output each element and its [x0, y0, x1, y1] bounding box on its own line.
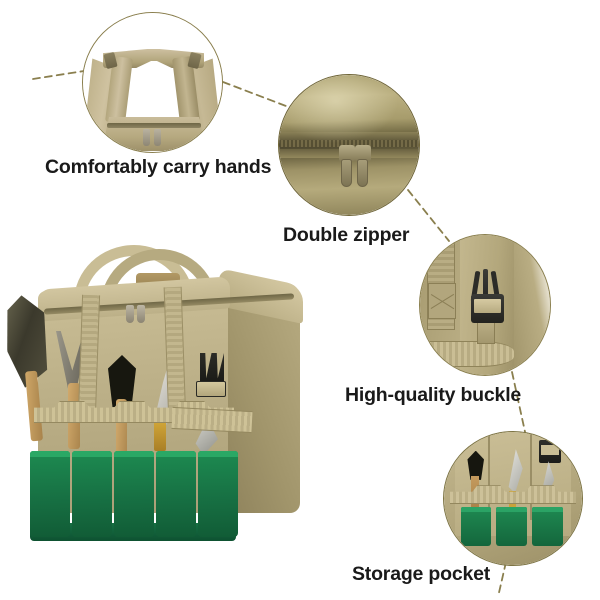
callout-circle-zipper: [278, 74, 420, 216]
green-pocket-2: [72, 451, 112, 537]
zipper-detail-image: [279, 75, 419, 215]
green-pocket-4: [156, 451, 196, 537]
handle-detail-image: [83, 13, 222, 152]
callout-circle-handle: [82, 12, 223, 153]
tool-knife-handle: [154, 415, 166, 451]
pocket-detail-image: [444, 432, 582, 565]
tool-trowel-handle: [116, 399, 127, 457]
green-pocket-5: [198, 451, 238, 537]
tool-loop-webbing-side: [171, 406, 253, 434]
callout-label-buckle: High-quality buckle: [345, 384, 522, 406]
connector-lead-in: [32, 70, 85, 80]
connector-handle-to-zipper: [222, 81, 287, 107]
zipper-pull-right: [137, 305, 145, 323]
callout-circle-buckle: [419, 234, 551, 376]
callout-label-handle: Comfortably carry hands: [45, 156, 272, 178]
main-product-bag: [4, 243, 303, 551]
buckle-detail-image: [420, 235, 550, 375]
connector-pocket-tail: [497, 561, 507, 598]
green-pocket-3: [114, 451, 154, 537]
callout-label-zipper: Double zipper: [283, 224, 410, 246]
callout-circle-pocket: [443, 431, 583, 566]
bag-side-buckle: [196, 381, 226, 397]
zipper-pull-left: [126, 305, 134, 323]
callout-label-pocket: Storage pocket: [352, 563, 491, 585]
green-pocket-1: [30, 451, 70, 537]
